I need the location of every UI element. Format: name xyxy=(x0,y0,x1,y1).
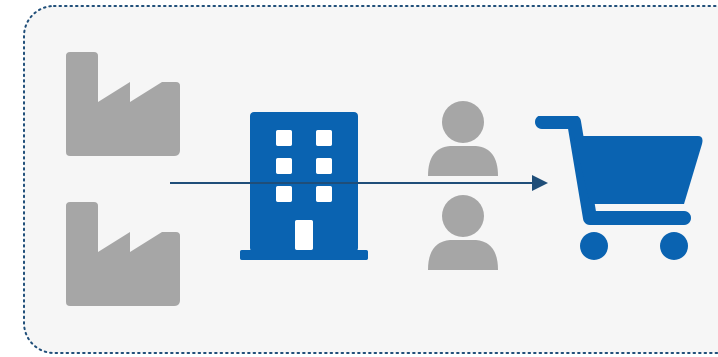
factory-icon xyxy=(66,52,180,156)
person-icon xyxy=(428,101,498,176)
person-icon xyxy=(428,195,498,270)
flow-arrow xyxy=(170,175,548,191)
shopping-cart-icon xyxy=(535,116,703,260)
factory-icon xyxy=(66,202,180,306)
